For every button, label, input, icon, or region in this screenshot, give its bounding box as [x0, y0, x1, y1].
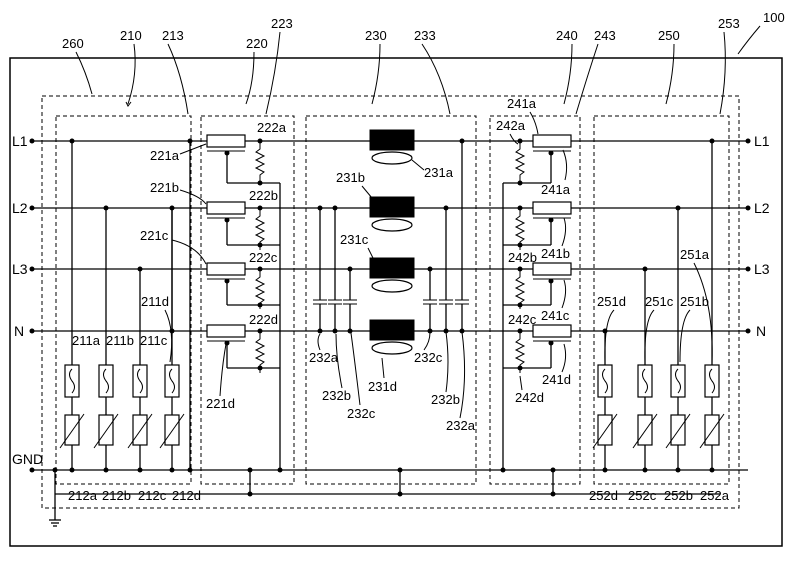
labels-220: 221a 221b 221c 221d 222a 222b 222c 222d — [140, 120, 287, 411]
label-231a: 231a — [424, 165, 454, 180]
block-210-varistors — [59, 413, 185, 473]
label-241a-mid: 241a — [541, 182, 571, 197]
labels-230: 231a 231b 231c 231d 232a 232b 232c 232c … — [309, 159, 476, 433]
ref-100: 100 — [763, 10, 785, 25]
label-252d: 252d — [589, 488, 618, 503]
label-222d: 222d — [249, 312, 278, 327]
line-label-l2-left: L2 — [12, 200, 28, 216]
block-240-outline — [489, 115, 581, 485]
label-252b: 252b — [664, 488, 693, 503]
label-231b: 231b — [336, 170, 365, 185]
label-232c-right: 232c — [414, 350, 443, 365]
label-231d: 231d — [368, 379, 397, 394]
label-222c: 222c — [249, 250, 278, 265]
label-221a: 221a — [150, 148, 180, 163]
label-241a-top: 241a — [507, 96, 537, 111]
ref-230: 230 — [365, 28, 387, 43]
label-212a: 212a — [68, 488, 98, 503]
line-label-l3-left: L3 — [12, 261, 28, 277]
outer-frame — [9, 57, 783, 547]
label-251a: 251a — [680, 247, 710, 262]
label-242b: 242b — [508, 250, 537, 265]
label-211c: 211c — [140, 333, 168, 348]
label-241d: 241d — [542, 372, 571, 387]
block-250-circuit — [592, 138, 725, 473]
ref-243: 243 — [594, 28, 616, 43]
label-221b: 221b — [150, 180, 179, 195]
block-210-fuses — [64, 364, 180, 415]
ref-240: 240 — [556, 28, 578, 43]
label-251c: 251c — [645, 294, 674, 309]
ground-symbol — [49, 467, 61, 527]
ref-223: 223 — [271, 16, 293, 31]
block-260-outline — [41, 95, 740, 509]
label-251d: 251d — [597, 294, 626, 309]
label-221d: 221d — [206, 396, 235, 411]
labels-250: 251a 251b 251c 251d 252a 252b 252c 252d — [589, 247, 730, 503]
label-232b-left: 232b — [322, 388, 351, 403]
label-251b: 251b — [680, 294, 709, 309]
label-241b: 241b — [541, 246, 570, 261]
label-241c: 241c — [541, 308, 570, 323]
label-222b: 222b — [249, 188, 278, 203]
label-232c-left: 232c — [347, 406, 376, 421]
label-231c: 231c — [340, 232, 369, 247]
line-label-l1-left: L1 — [12, 133, 28, 149]
label-242d: 242d — [515, 390, 544, 405]
ref-250: 250 — [658, 28, 680, 43]
line-label-n-left: N — [14, 323, 24, 339]
block-230-outline — [305, 115, 477, 485]
label-212c: 212c — [138, 488, 167, 503]
block-250-outline — [593, 115, 730, 485]
ref-210: 210 — [120, 28, 142, 43]
line-label-l1-right: L1 — [754, 133, 770, 149]
labels-240: 241a 242a 241a 242b 241b 242c 241c 242d … — [496, 96, 571, 405]
label-211a: 211a — [72, 333, 101, 348]
gnd-label: GND — [12, 451, 43, 467]
ref-233: 233 — [414, 28, 436, 43]
block-240-circuit — [500, 134, 572, 473]
label-211d: 211d — [141, 294, 169, 309]
label-232a-left: 232a — [309, 350, 339, 365]
block-220-circuit — [206, 134, 283, 473]
label-232a-right: 232a — [446, 418, 476, 433]
ref-213: 213 — [162, 28, 184, 43]
block-210-outline — [55, 115, 192, 485]
label-212d: 212d — [172, 488, 201, 503]
labels-210: 211a 211b 211c 211d 212a 212b 212c 212d — [68, 294, 201, 503]
label-222a: 222a — [257, 120, 287, 135]
block-230-circuit — [313, 129, 469, 355]
line-label-l3-right: L3 — [754, 261, 770, 277]
label-211b: 211b — [106, 333, 134, 348]
label-221c: 221c — [140, 228, 169, 243]
label-232b-right: 232b — [431, 392, 460, 407]
ref-253: 253 — [718, 16, 740, 31]
block-220-outline — [200, 115, 295, 485]
line-label-l2-right: L2 — [754, 200, 770, 216]
label-252a: 252a — [700, 488, 730, 503]
ref-220: 220 — [246, 36, 268, 51]
label-252c: 252c — [628, 488, 657, 503]
line-label-n-right: N — [756, 323, 766, 339]
label-212b: 212b — [102, 488, 131, 503]
bottom-bus — [55, 467, 720, 497]
top-reference-labels: 100 260 210 213 220 223 230 233 240 243 … — [62, 10, 785, 115]
label-242a: 242a — [496, 118, 526, 133]
label-242c: 242c — [508, 312, 537, 327]
ref-260: 260 — [62, 36, 84, 51]
